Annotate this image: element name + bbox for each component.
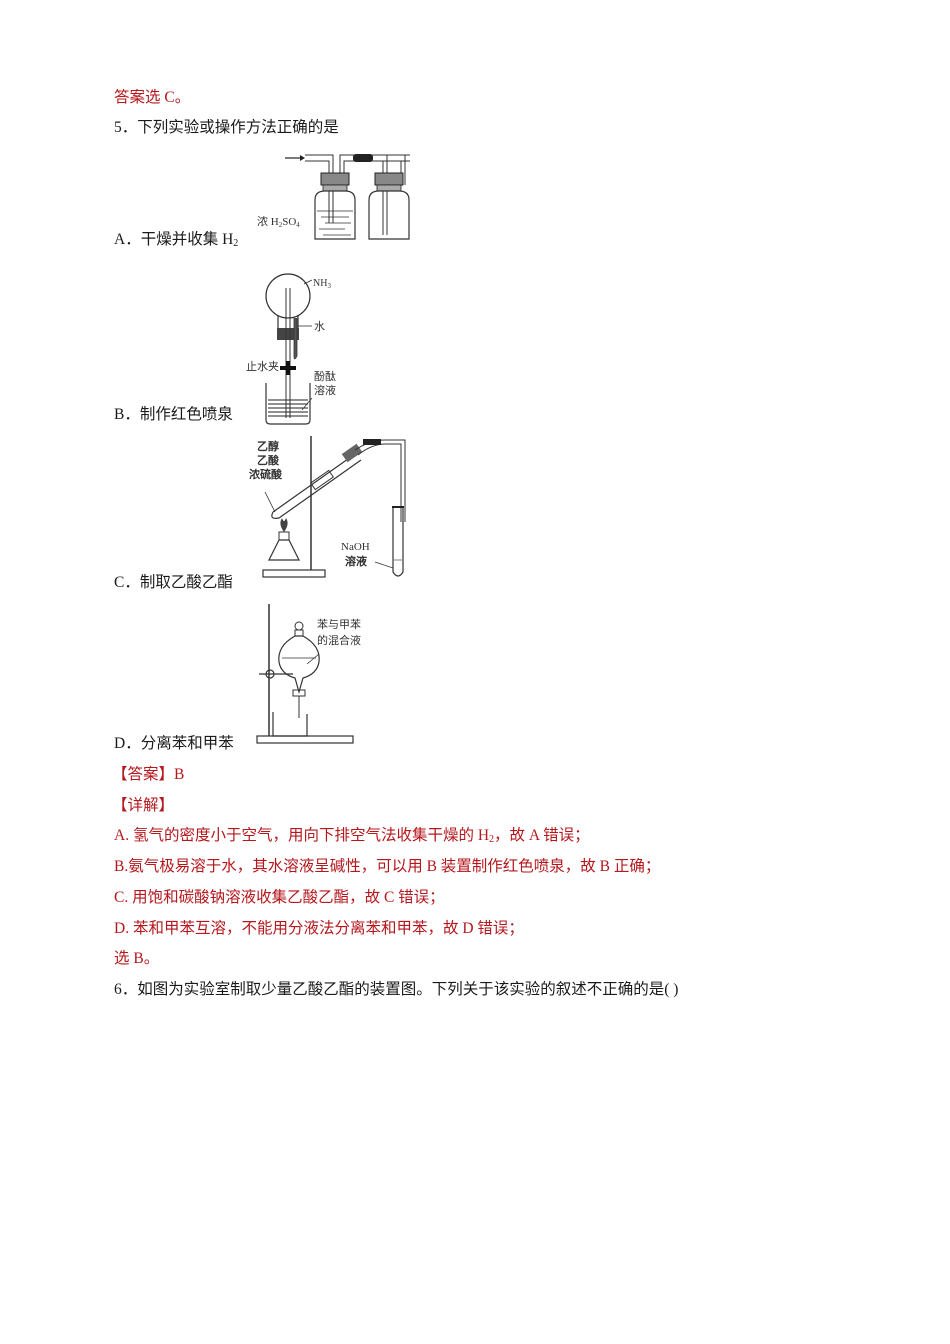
question-6-stem: 6．如图为实验室制取少量乙酸乙酯的装置图。下列关于该实验的叙述不正确的是( ) bbox=[114, 981, 679, 998]
svg-text:NH3: NH3 bbox=[313, 278, 331, 290]
svg-text:NaOH: NaOH bbox=[341, 541, 370, 553]
previous-answer: 答案选 C。 bbox=[114, 89, 191, 106]
option-b-text: 制作红色喷泉 bbox=[139, 406, 233, 423]
option-a-subscript: 2 bbox=[233, 238, 239, 249]
svg-text:浓 H2SO4: 浓 H2SO4 bbox=[257, 215, 300, 229]
svg-text:溶液: 溶液 bbox=[314, 383, 336, 397]
option-b-letter: B． bbox=[114, 406, 140, 423]
question-5-stem: 5．下列实验或操作方法正确的是 bbox=[114, 119, 339, 136]
option-b: B．制作红色喷泉 bbox=[114, 405, 233, 425]
option-a-letter: A． bbox=[114, 231, 141, 248]
svg-text:的混合液: 的混合液 bbox=[317, 633, 361, 647]
option-d-letter: D． bbox=[114, 735, 141, 752]
explanation-a-text: A. 氢气的密度小于空气，用向下排空气法收集干燥的 H bbox=[114, 827, 490, 844]
option-a-text: 干燥并收集 H bbox=[140, 231, 234, 248]
explanation-a-subscript: 2 bbox=[489, 834, 495, 845]
svg-text:苯与甲苯: 苯与甲苯 bbox=[317, 617, 361, 631]
svg-text:浓硫酸: 浓硫酸 bbox=[249, 467, 283, 481]
svg-text:酚酞: 酚酞 bbox=[314, 369, 336, 383]
figure-gas-washing-bottles: 浓 H2SO4 bbox=[245, 145, 415, 245]
svg-text:乙酸: 乙酸 bbox=[257, 453, 280, 467]
option-d-text: 分离苯和甲苯 bbox=[140, 735, 234, 752]
svg-text:水: 水 bbox=[314, 320, 325, 333]
explanation-line-b: B.氨气极易溶于水，其水溶液呈碱性，可以用 B 装置制作红色喷泉，故 B 正确； bbox=[114, 858, 661, 875]
explanation-header: 【详解】 bbox=[112, 797, 175, 814]
option-c: C．制取乙酸乙酯 bbox=[114, 573, 233, 593]
explanation-line-c: C. 用饱和碳酸钠溶液收集乙酸乙酯，故 C 错误； bbox=[114, 889, 445, 906]
explanation-a-tail: ，故 A 错误； bbox=[494, 827, 590, 844]
explanation-conclusion: 选 B。 bbox=[114, 950, 160, 967]
option-c-letter: C． bbox=[114, 574, 140, 591]
figure-ester-preparation: 乙醇 乙酸 浓硫酸 NaOH 溶液 bbox=[245, 432, 415, 584]
option-a: A．干燥并收集 H2 bbox=[114, 230, 238, 254]
option-c-text: 制取乙酸乙酯 bbox=[139, 574, 233, 591]
option-d: D．分离苯和甲苯 bbox=[114, 734, 234, 754]
svg-text:乙醇: 乙醇 bbox=[257, 439, 279, 453]
svg-text:止水夹: 止水夹 bbox=[246, 360, 279, 373]
answer-label: 【答案】B bbox=[112, 766, 185, 783]
figure-fountain-apparatus: NH3 水 止水夹 酚酞 溶液 bbox=[240, 268, 350, 428]
explanation-line-d: D. 苯和甲苯互溶，不能用分液法分离苯和甲苯，故 D 错误； bbox=[114, 920, 524, 937]
figure-separatory-funnel: 苯与甲苯 的混合液 bbox=[255, 602, 375, 747]
explanation-line-a: A. 氢气的密度小于空气，用向下排空气法收集干燥的 H2，故 A 错误； bbox=[114, 826, 590, 850]
svg-text:溶液: 溶液 bbox=[345, 554, 368, 568]
